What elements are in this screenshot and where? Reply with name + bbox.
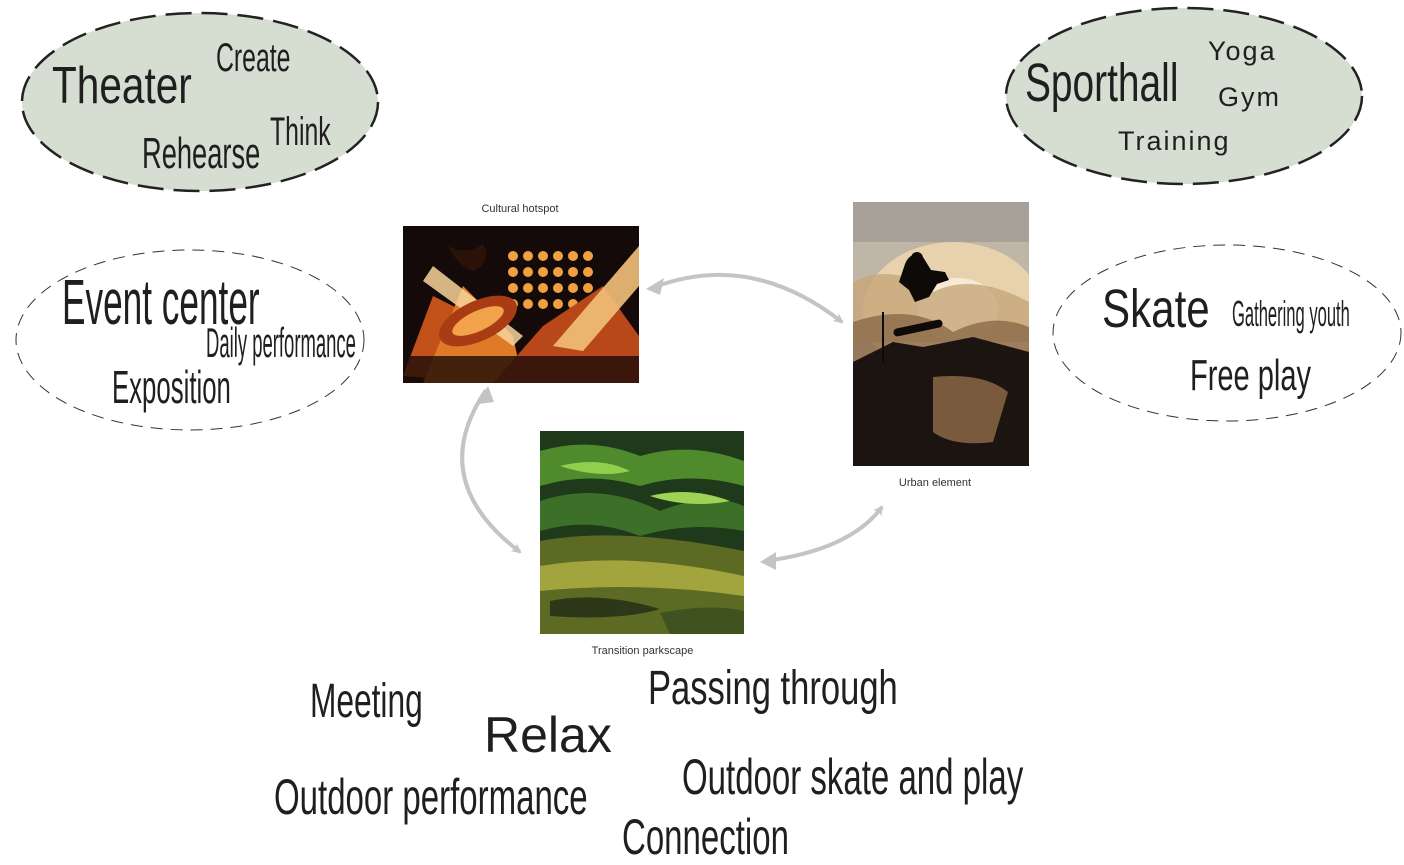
passing-through-label: Passing through <box>648 662 898 715</box>
theater-label: Theater <box>52 57 192 115</box>
outdoor-performance-label: Outdoor performance <box>274 769 588 825</box>
create-label: Create <box>216 36 291 80</box>
skateboarder-silhouette-photo <box>853 202 1029 466</box>
arrow-cultural-park <box>460 388 522 554</box>
rehearse-label: Rehearse <box>142 129 261 178</box>
theater-ellipse <box>20 11 380 193</box>
urban-element-caption: Urban element <box>898 477 972 489</box>
arrow-head-cultural <box>646 278 664 295</box>
free-play-label: Free play <box>1190 351 1312 400</box>
cultural-hotspot-caption: Cultural hotspot <box>481 203 559 215</box>
arrow-head-park-right <box>760 552 776 570</box>
event-ellipse <box>15 249 365 431</box>
sporthall-ellipse <box>1004 6 1364 186</box>
meeting-label: Meeting <box>310 675 423 728</box>
skate-label: Skate <box>1102 279 1210 339</box>
sporthall-label: Sporthall <box>1025 53 1179 113</box>
connection-label: Connection <box>622 809 789 865</box>
skate-ellipse <box>1052 244 1402 422</box>
yoga-label: Yoga <box>1208 36 1277 66</box>
transition-parkscape-caption: Transition parkscape <box>591 645 694 657</box>
arrow-park-urban <box>764 505 884 563</box>
arrow-cultural-urban <box>651 272 844 324</box>
training-label: Training <box>1118 126 1231 156</box>
think-label: Think <box>270 110 331 154</box>
event-center-label: Event center <box>62 266 260 338</box>
exposition-label: Exposition <box>112 361 231 413</box>
arrow-head-cultural-top <box>478 386 494 404</box>
concert-stage-photo <box>403 226 639 383</box>
daily-performance-label: Daily performance <box>206 319 356 366</box>
gym-label: Gym <box>1218 82 1281 112</box>
gathering-youth-label: Gathering youth <box>1232 293 1350 334</box>
outdoor-skate-label: Outdoor skate and play <box>682 749 1024 805</box>
green-landscape-photo <box>540 431 744 634</box>
relax-label: Relax <box>484 707 612 763</box>
